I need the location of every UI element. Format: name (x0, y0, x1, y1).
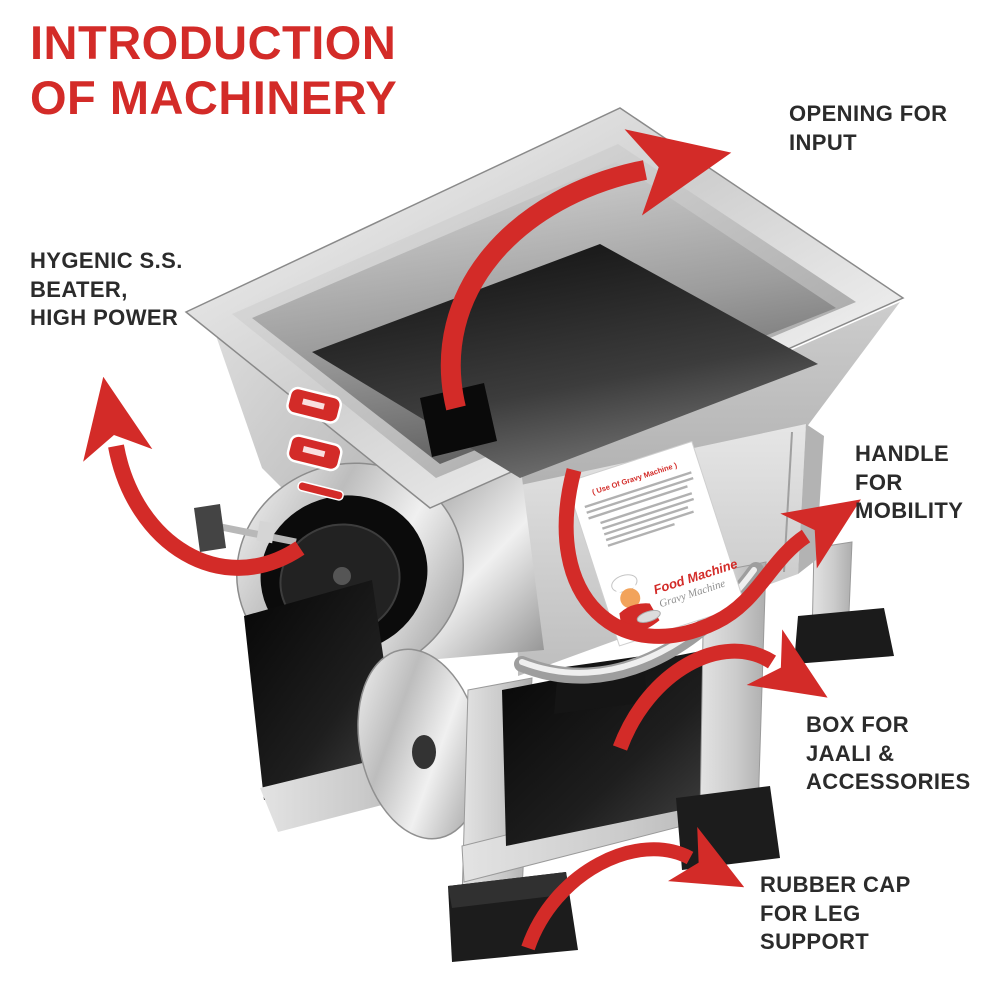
callout-rubber-cap: RUBBER CAP FOR LEG SUPPORT (760, 871, 911, 957)
page-title-line: INTRODUCTION (30, 16, 397, 69)
callout-line: HYGENIC S.S. (30, 248, 183, 273)
callout-line: RUBBER CAP (760, 872, 911, 897)
callout-line: INPUT (789, 129, 857, 155)
page-title-line: OF MACHINERY (30, 70, 398, 124)
opening-input-arrow-icon (440, 129, 732, 411)
beater-arrow-icon (83, 376, 305, 576)
callout-handle-for-mobility: HANDLE FOR MOBILITY (855, 440, 963, 526)
callout-hygienic-beater: HYGENIC S.S. BEATER, HIGH POWER (30, 247, 183, 333)
box-arrow-icon (612, 629, 828, 751)
callout-line: FOR (855, 469, 903, 495)
callout-opening-for-input: OPENING FOR INPUT (789, 100, 947, 157)
callout-line: ACCESSORIES (806, 769, 971, 795)
page-title: INTRODUCTION OF MACHINERY (30, 16, 397, 126)
rubber-cap-arrow-icon (521, 826, 745, 951)
callout-box-for-jaali: BOX FOR JAALI & ACCESSORIES (806, 711, 971, 797)
callout-line: JAALI & (806, 740, 895, 766)
hopper (184, 107, 905, 509)
callout-line: OPENING FOR (789, 101, 948, 126)
beater-hub (333, 567, 351, 585)
left-foot-highlight (448, 872, 570, 908)
spec-sticker: ( Use Of Gravy Machine ) Food Machine Gr… (565, 440, 746, 647)
stand-frame (448, 561, 780, 962)
right-front-rubber-foot (676, 786, 780, 870)
callout-line: BOX FOR (806, 712, 910, 737)
beater-bolt (194, 504, 297, 552)
callout-line: FOR LEG (760, 900, 861, 926)
callout-line: HIGH POWER (30, 305, 179, 331)
accessory-box (502, 650, 710, 846)
callout-line: SUPPORT (760, 929, 870, 955)
warning-stickers (286, 386, 344, 501)
callout-arrows (83, 129, 861, 951)
callout-line: BEATER, (30, 276, 128, 302)
callout-line: HANDLE (855, 441, 950, 466)
callout-line: MOBILITY (855, 498, 964, 524)
input-opening (420, 383, 497, 457)
handle-arrow-icon (558, 468, 861, 644)
back-right-rubber-foot (794, 608, 894, 664)
